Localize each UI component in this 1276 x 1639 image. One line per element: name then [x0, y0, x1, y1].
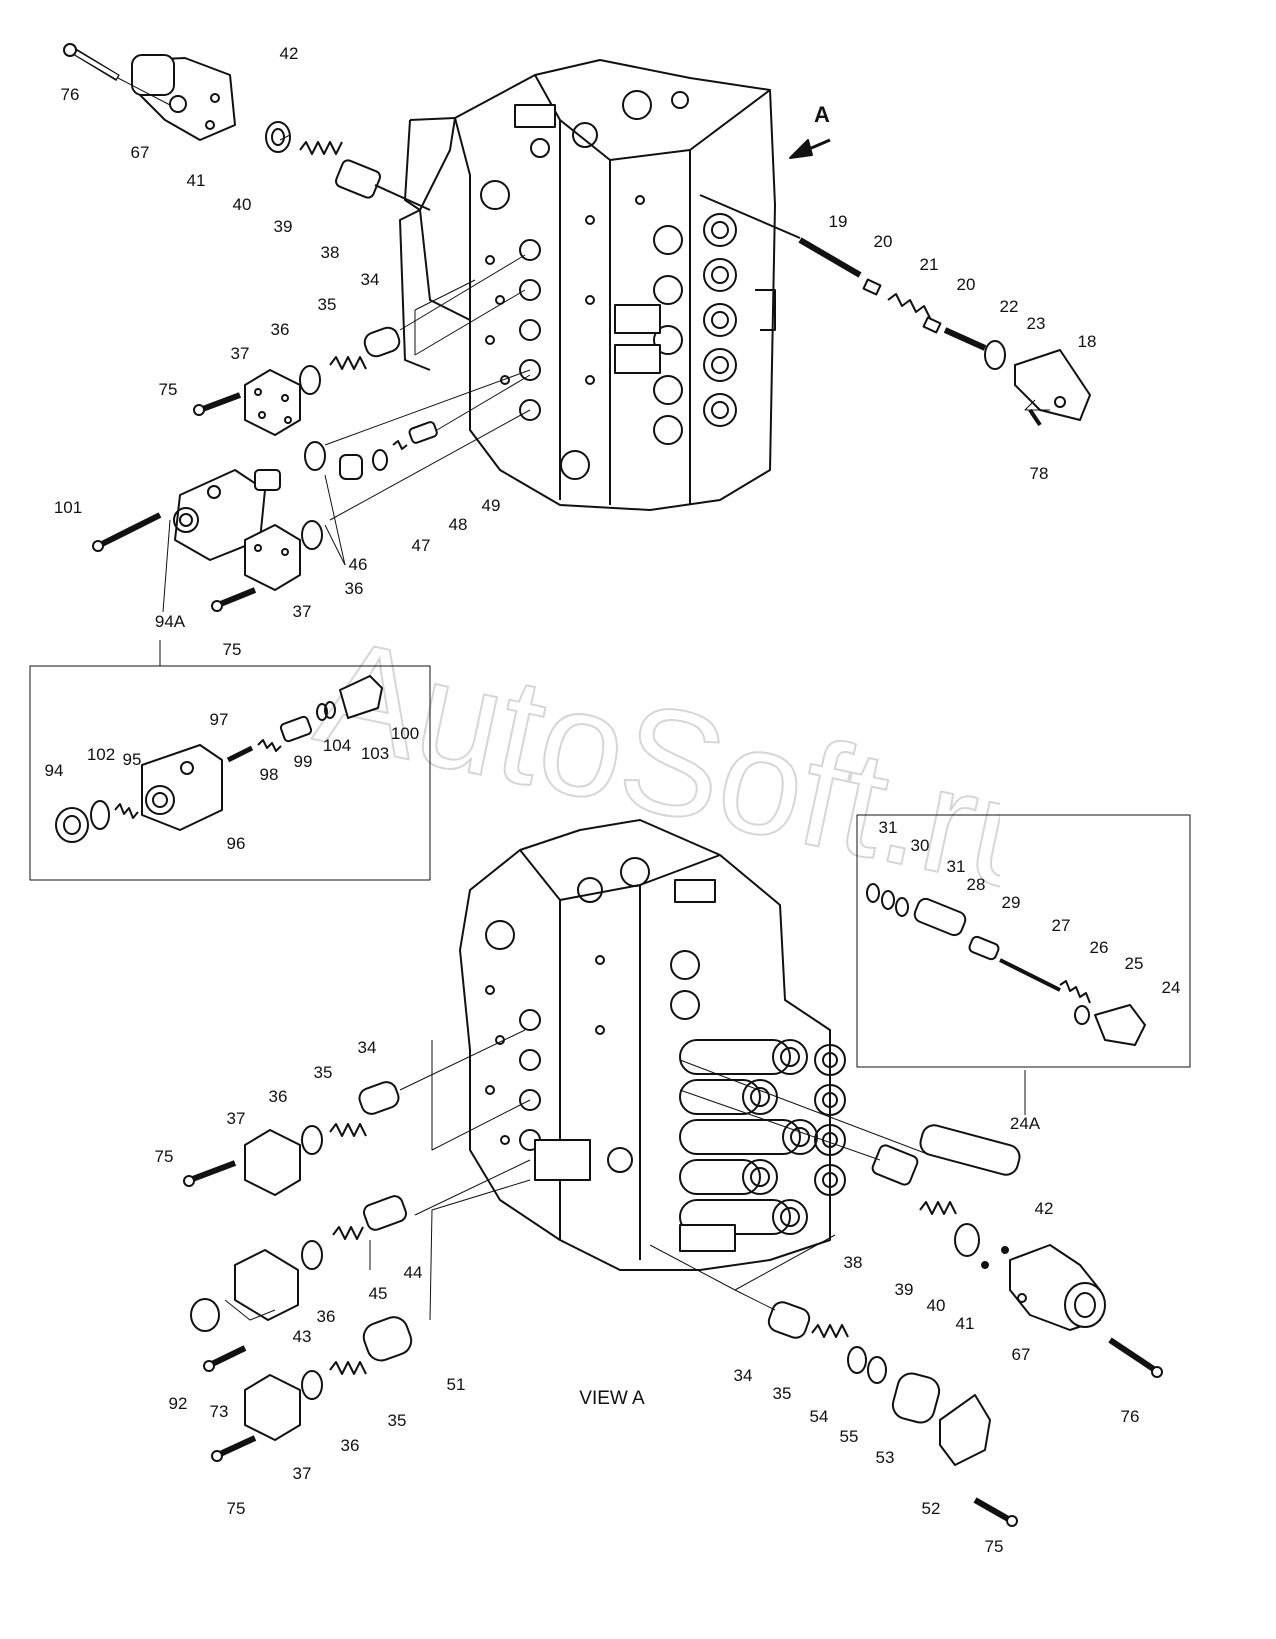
callout-73: 73	[210, 1402, 229, 1421]
callout-labels: 76 67 41 42 40 39 38 34 35 36 37 75 19 2…	[45, 44, 1181, 1556]
callout-36: 36	[345, 579, 364, 598]
lower-left-parts	[183, 1081, 413, 1462]
callout-22: 22	[1000, 297, 1019, 316]
callout-34: 34	[361, 270, 380, 289]
callout-75: 75	[159, 380, 178, 399]
callout-40: 40	[233, 195, 252, 214]
callout-41: 41	[956, 1314, 975, 1333]
upper-left-parts	[63, 43, 431, 436]
callout-76: 76	[61, 85, 80, 104]
callout-41: 41	[187, 171, 206, 190]
lower-valve-body	[459, 819, 846, 1271]
leader-lines-upper	[29, 77, 1050, 881]
callout-55: 55	[840, 1427, 859, 1446]
callout-36: 36	[317, 1307, 336, 1326]
inset-94A	[55, 675, 383, 843]
callout-35: 35	[314, 1063, 333, 1082]
callout-34: 34	[358, 1038, 377, 1057]
callout-19: 19	[829, 212, 848, 231]
callout-100: 100	[391, 724, 419, 743]
callout-75: 75	[223, 640, 242, 659]
callout-40: 40	[927, 1296, 946, 1315]
callout-21: 21	[920, 255, 939, 274]
callout-92: 92	[169, 1394, 188, 1413]
upper-valve-body	[399, 59, 776, 511]
callout-43: 43	[293, 1327, 312, 1346]
callout-30: 30	[911, 836, 930, 855]
callout-35: 35	[388, 1411, 407, 1430]
callout-28: 28	[967, 875, 986, 894]
callout-49: 49	[482, 496, 501, 515]
view-a-arrow	[789, 138, 831, 159]
callout-45: 45	[369, 1284, 388, 1303]
middle-left-parts	[92, 421, 438, 612]
callout-39: 39	[274, 217, 293, 236]
callout-29: 29	[1002, 893, 1021, 912]
arrow-label: A	[814, 102, 830, 127]
lower-right-parts	[767, 1124, 1163, 1527]
callout-37: 37	[293, 602, 312, 621]
callout-36: 36	[269, 1087, 288, 1106]
callout-101: 101	[54, 498, 82, 517]
callout-35: 35	[318, 295, 337, 314]
callout-78: 78	[1030, 464, 1049, 483]
callout-35: 35	[773, 1384, 792, 1403]
callout-52: 52	[922, 1499, 941, 1518]
leader-lines-lower	[224, 1029, 931, 1321]
view-caption: VIEW A	[579, 1388, 645, 1409]
callout-26: 26	[1090, 938, 1109, 957]
callout-38: 38	[321, 243, 340, 262]
callout-75: 75	[227, 1499, 246, 1518]
callout-31: 31	[879, 818, 898, 837]
callout-31: 31	[947, 857, 966, 876]
callout-25: 25	[1125, 954, 1144, 973]
callout-44: 44	[404, 1263, 423, 1282]
callout-20: 20	[957, 275, 976, 294]
callout-27: 27	[1052, 916, 1071, 935]
callout-76: 76	[1121, 1407, 1140, 1426]
inset-24A	[856, 814, 1191, 1115]
callout-36: 36	[341, 1436, 360, 1455]
callout-37: 37	[231, 344, 250, 363]
upper-right-parts	[699, 194, 1091, 427]
callout-42: 42	[280, 44, 299, 63]
callout-20: 20	[874, 232, 893, 251]
callout-37: 37	[293, 1464, 312, 1483]
callout-24: 24	[1162, 978, 1181, 997]
callout-97: 97	[210, 710, 229, 729]
callout-98: 98	[260, 765, 279, 784]
callout-39: 39	[895, 1280, 914, 1299]
callout-103: 103	[361, 744, 389, 763]
ref-24A: 24A	[1010, 1114, 1041, 1133]
callout-18: 18	[1078, 332, 1097, 351]
callout-47: 47	[412, 536, 431, 555]
ref-94A: 94A	[155, 612, 186, 631]
callout-46: 46	[349, 555, 368, 574]
callout-34: 34	[734, 1366, 753, 1385]
callout-48: 48	[449, 515, 468, 534]
callout-23: 23	[1027, 314, 1046, 333]
callout-53: 53	[876, 1448, 895, 1467]
callout-51: 51	[447, 1375, 466, 1394]
callout-67: 67	[131, 143, 150, 162]
callout-36: 36	[271, 320, 290, 339]
callout-37: 37	[227, 1109, 246, 1128]
callout-104: 104	[323, 736, 351, 755]
callout-94: 94	[45, 761, 64, 780]
callout-38: 38	[844, 1253, 863, 1272]
callout-96: 96	[227, 834, 246, 853]
callout-42: 42	[1035, 1199, 1054, 1218]
callout-99: 99	[294, 752, 313, 771]
callout-75: 75	[155, 1147, 174, 1166]
callout-54: 54	[810, 1407, 829, 1426]
callout-102: 102	[87, 745, 115, 764]
callout-75: 75	[985, 1537, 1004, 1556]
callout-95: 95	[123, 750, 142, 769]
callout-67: 67	[1012, 1345, 1031, 1364]
